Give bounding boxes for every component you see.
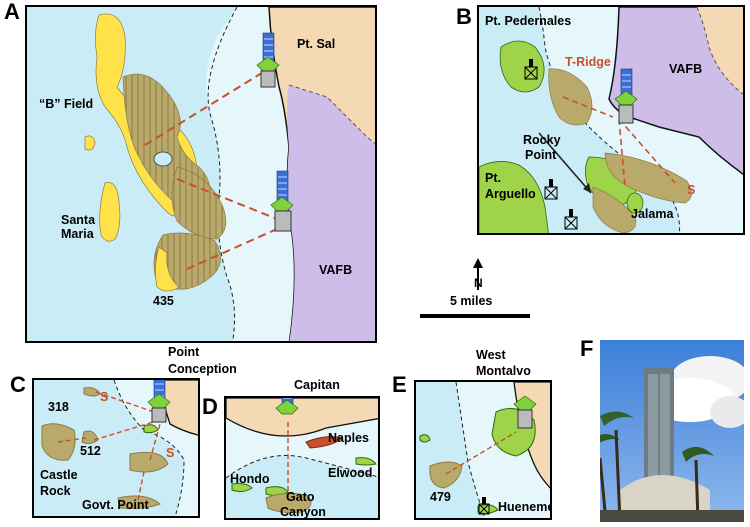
label-pt-pedernales: Pt. Pedernales (485, 14, 572, 28)
panel-c-svg (41, 380, 198, 516)
label-pt-sal: Pt. Sal (297, 37, 336, 51)
rig-arguello-2 (564, 209, 578, 230)
panel-b-svg (479, 7, 743, 233)
field-435 (153, 232, 221, 290)
route-3 (186, 228, 278, 270)
label-vafb-b: VAFB (669, 62, 703, 76)
label-pt-arguello-2: Arguello (485, 187, 536, 201)
panel-d-label: D (202, 394, 218, 419)
vafb-area (287, 85, 375, 341)
naples-field (305, 436, 343, 449)
tower-e (513, 395, 537, 429)
label-318: 318 (48, 400, 69, 414)
t-ridge-field (548, 68, 593, 126)
label-512: 512 (80, 444, 101, 458)
panel-a-svg (84, 7, 375, 341)
label-vafb-a: VAFB (319, 263, 353, 277)
label-s2-c: S (166, 446, 175, 460)
rig-arguello-1 (544, 179, 558, 200)
panel-e-svg (419, 382, 550, 518)
label-gato-1: Gato (286, 490, 315, 504)
tower-d (275, 398, 299, 415)
shelf-dashed-line (207, 7, 238, 341)
panel-e-label: E (392, 372, 407, 397)
panel-d-map: Naples Elwood Hondo Gato Canyon (224, 396, 380, 520)
label-hueneme: Hueneme (498, 500, 552, 514)
rig-hueneme (478, 497, 490, 515)
label-s-b: S (687, 183, 696, 197)
label-hondo: Hondo (230, 472, 270, 486)
land-east-b (697, 7, 743, 94)
jalama-field (592, 186, 637, 233)
small-green-b (626, 192, 644, 214)
label-santa-maria-2: Maria (61, 227, 94, 241)
label-naples: Naples (328, 431, 369, 445)
field-479 (429, 461, 463, 489)
route-2 (176, 178, 278, 220)
tower-c (147, 380, 171, 423)
tower-b (614, 68, 638, 124)
field-435-gas (155, 246, 180, 292)
label-pt-arguello-1: Pt. (485, 171, 501, 185)
label-elwood: Elwood (328, 466, 373, 480)
photo-svg (600, 356, 744, 522)
label-castle-2: Rock (40, 484, 71, 498)
pedernales-field (499, 40, 545, 93)
tower-vafb (270, 170, 294, 232)
pt-arguello-land (479, 161, 549, 233)
panel-f-label: F (580, 336, 594, 361)
hondo-field (231, 483, 253, 493)
north-label: N (474, 276, 483, 290)
label-jalama: Jalama (631, 207, 674, 221)
gato-field (265, 492, 312, 513)
panel-f-photo (600, 340, 744, 522)
tower-pt-sal (256, 32, 280, 88)
b-field-oil-south (171, 166, 227, 240)
label-rocky-2: Point (525, 148, 557, 162)
field-s-b (604, 152, 692, 204)
panel-c-title-1: Point (168, 345, 200, 359)
panel-c-title-2: Conception (168, 362, 237, 376)
label-479: 479 (430, 490, 451, 504)
panel-b-map: Pt. Pedernales T-Ridge VAFB Rocky Point … (477, 5, 745, 235)
field-s-c (129, 451, 169, 473)
rig-pedernales (524, 59, 538, 80)
arrow-route (538, 132, 592, 194)
field-512 (81, 430, 99, 445)
label-castle-1: Castle (40, 468, 78, 482)
route-1 (144, 70, 266, 146)
label-gato-2: Canyon (280, 505, 326, 519)
hueneme-field (477, 504, 499, 515)
green-e-small (419, 434, 431, 443)
label-santa-maria-1: Santa (61, 213, 96, 227)
green-c (143, 424, 159, 434)
panel-d-svg (226, 398, 378, 518)
scale-north (420, 258, 530, 318)
panel-b-label: B (456, 4, 472, 29)
santa-maria-gas (99, 182, 121, 242)
panel-d-title: Capitan (294, 378, 340, 392)
panel-a-map: “B” Field Santa Maria Pt. Sal VAFB 435 (25, 5, 377, 343)
land-d (226, 398, 378, 437)
panel-e-title-2: Montalvo (476, 364, 531, 378)
hole (153, 151, 173, 167)
panel-e-title-1: West (476, 348, 506, 362)
label-t-ridge: T-Ridge (565, 55, 611, 69)
panel-a-label: A (4, 0, 20, 24)
small-gas-islet (84, 135, 96, 151)
scale-label: 5 miles (450, 294, 493, 308)
field-govt (117, 495, 161, 509)
field-318 (83, 387, 101, 397)
panel-c-label: C (10, 372, 26, 397)
label-435: 435 (153, 294, 174, 308)
label-s1-c: S (100, 390, 109, 404)
panel-c-map: 318 S 512 S Castle Rock Govt. Point (32, 378, 200, 518)
label-govt: Govt. Point (82, 498, 149, 512)
label-b-field: “B” Field (39, 97, 94, 111)
panel-e-map: 479 Hueneme (414, 380, 552, 520)
elwood-field (355, 457, 377, 466)
label-rocky-1: Rocky (523, 133, 561, 147)
